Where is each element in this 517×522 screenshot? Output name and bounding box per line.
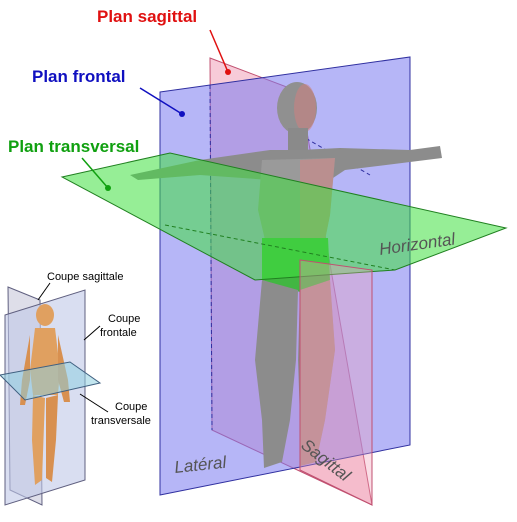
sagittal-intersection-line xyxy=(209,84,213,431)
pointer-frontal xyxy=(139,87,183,115)
label-plan-frontal: Plan frontal xyxy=(32,67,126,86)
inset-figure: Coupe sagittale Coupe frontale Coupe tra… xyxy=(0,271,151,506)
main-figure xyxy=(60,56,508,506)
pointer-transversal xyxy=(81,157,109,189)
inset-label-coupe-transversale-1: Coupe xyxy=(115,401,147,413)
inset-frontal-plane xyxy=(4,289,86,506)
inset-label-coupe-frontale-1: Coupe xyxy=(108,313,140,325)
inset-transversal-plane xyxy=(0,361,102,401)
pointer-sagittal xyxy=(209,29,229,73)
inset-label-coupe-sagittale: Coupe sagittale xyxy=(47,271,123,283)
label-plan-transversal: Plan transversal xyxy=(8,137,139,156)
inset-label-coupe-transversale-2: transversale xyxy=(91,415,151,427)
label-plan-sagittal: Plan sagittal xyxy=(97,7,197,26)
inset-label-coupe-frontale-2: frontale xyxy=(100,327,137,339)
transversal-plane xyxy=(60,152,508,281)
sagittal-plane-front xyxy=(299,259,373,506)
